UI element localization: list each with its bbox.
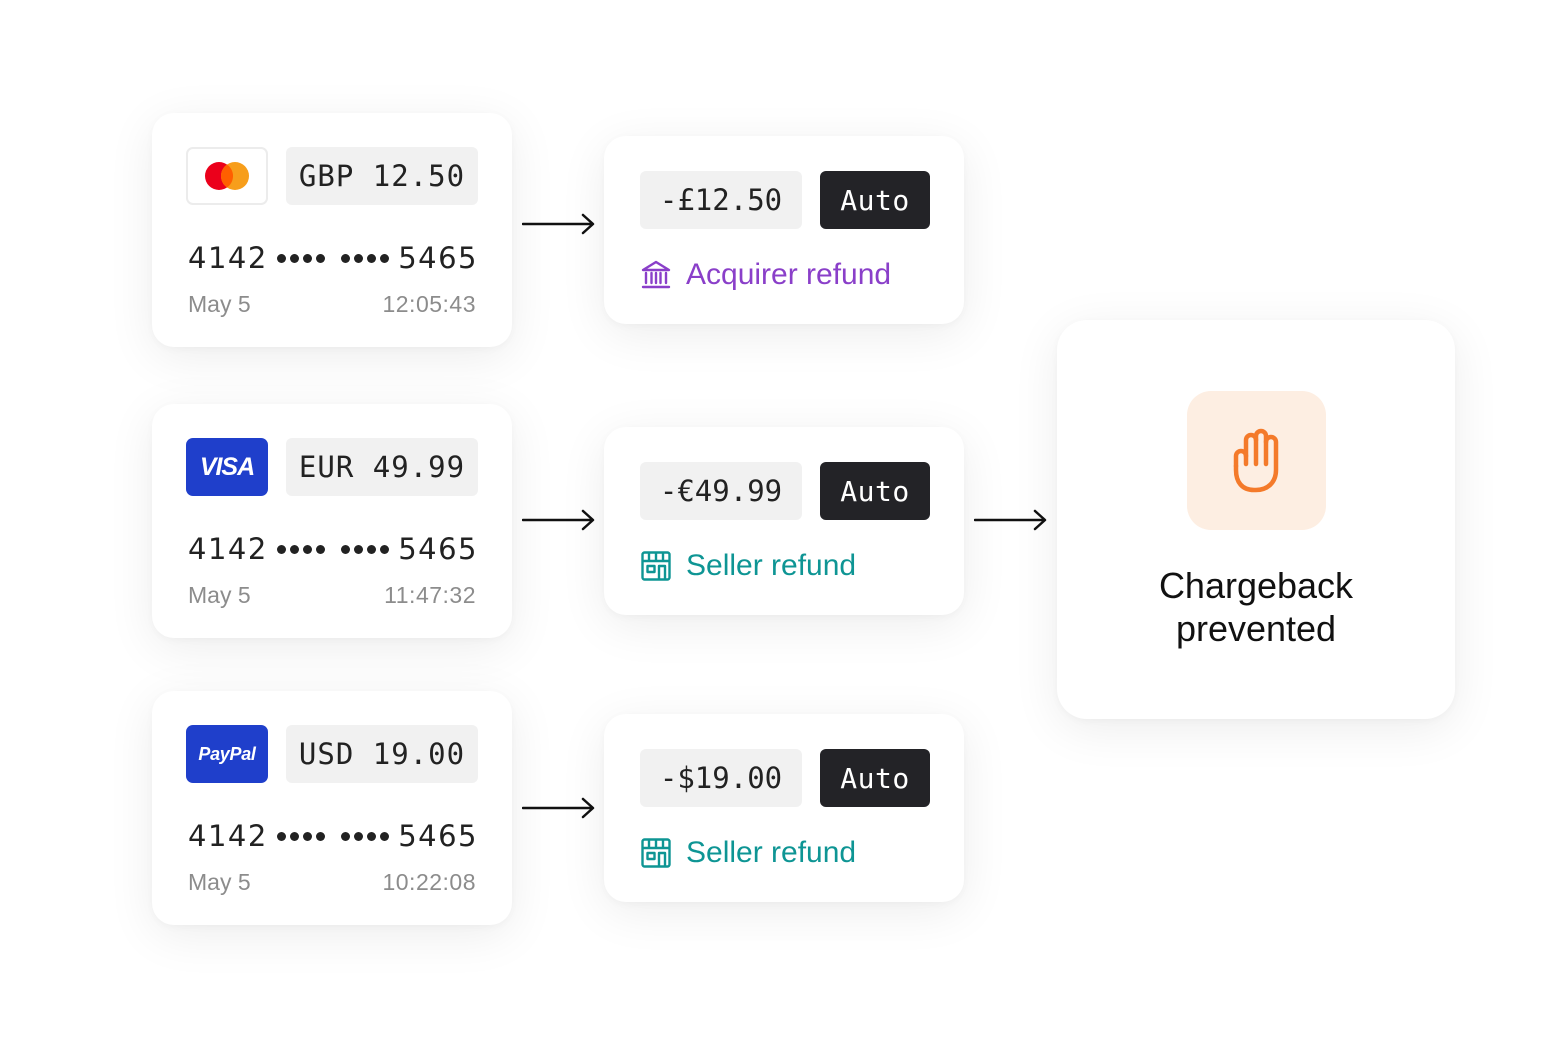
transaction-date: May 5 [188, 291, 251, 317]
result-title: Chargeback prevented [1158, 565, 1354, 649]
storefront-icon [641, 838, 671, 868]
arrow-right-icon [522, 797, 595, 819]
transaction-card-eur: VISA EUR 49.99 4142 5465 May 5 11:47:32 [152, 404, 512, 638]
arrow-right-icon [522, 509, 595, 531]
refund-amount: -£12.50 [640, 171, 802, 229]
masked-card-number: 4142 5465 [188, 532, 478, 566]
transaction-card-usd: PayPal USD 19.00 4142 5465 May 5 10:22:0… [152, 691, 512, 925]
refund-type: Seller refund [640, 549, 856, 583]
refund-card-seller-eur: -€49.99 Auto Seller refund [604, 427, 964, 615]
paypal-logo-icon: PayPal [186, 725, 268, 783]
refund-type: Acquirer refund [640, 258, 891, 292]
chargeback-prevented-card: Chargeback prevented [1057, 320, 1455, 719]
transaction-time: 11:47:32 [384, 582, 476, 608]
card-number-last: 5465 [398, 819, 478, 853]
refund-type-label: Seller refund [686, 836, 857, 869]
arrow-right-icon [974, 509, 1047, 531]
transaction-date: May 5 [188, 869, 251, 895]
refund-amount: -€49.99 [640, 462, 802, 520]
card-number-first: 4142 [188, 241, 268, 275]
storefront-icon [641, 551, 671, 581]
transaction-amount: USD 19.00 [286, 725, 478, 783]
transaction-date: May 5 [188, 582, 251, 608]
refund-card-seller-usd: -$19.00 Auto Seller refund [604, 714, 964, 902]
masked-digits [271, 831, 395, 841]
refund-type: Seller refund [640, 836, 856, 870]
card-number-last: 5465 [398, 532, 478, 566]
refund-type-label: Acquirer refund [686, 258, 892, 291]
transaction-card-gbp: GBP 12.50 4142 5465 May 5 12:05:43 [152, 113, 512, 347]
masked-card-number: 4142 5465 [188, 819, 478, 853]
raised-hand-icon [1187, 391, 1326, 530]
masked-digits [271, 253, 395, 263]
transaction-amount: EUR 49.99 [286, 438, 478, 496]
bank-icon [641, 260, 671, 289]
transaction-amount: GBP 12.50 [286, 147, 478, 205]
card-number-first: 4142 [188, 532, 268, 566]
masked-card-number: 4142 5465 [188, 241, 478, 275]
transaction-time: 12:05:43 [382, 291, 476, 317]
refund-card-acquirer: -£12.50 Auto Acquirer refund [604, 136, 964, 324]
auto-badge: Auto [820, 171, 930, 229]
card-number-first: 4142 [188, 819, 268, 853]
arrow-right-icon [522, 213, 595, 235]
refund-amount: -$19.00 [640, 749, 802, 807]
card-number-last: 5465 [398, 241, 478, 275]
auto-badge: Auto [820, 462, 930, 520]
transaction-time: 10:22:08 [382, 869, 476, 895]
mastercard-logo-icon [186, 147, 268, 205]
refund-type-label: Seller refund [686, 549, 857, 582]
auto-badge: Auto [820, 749, 930, 807]
visa-logo-icon: VISA [186, 438, 268, 496]
masked-digits [271, 544, 395, 554]
